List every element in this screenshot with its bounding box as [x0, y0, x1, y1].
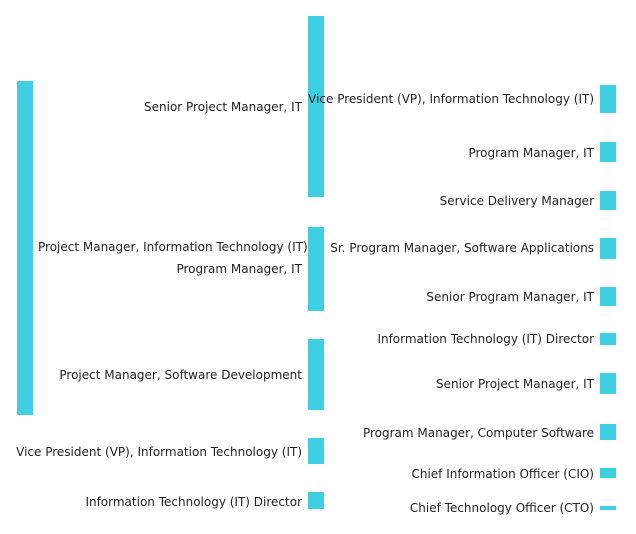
node-it-director-mid — [308, 492, 324, 509]
sankey-nodes: Project Manager, Information Technology … — [16, 16, 616, 515]
node-label-project-manager-software-dev-mid: Project Manager, Software Development — [59, 368, 302, 382]
node-label-vp-it-mid: Vice President (VP), Information Technol… — [16, 445, 302, 459]
node-senior-project-manager-it-target — [600, 373, 616, 394]
node-label-it-director-mid: Information Technology (IT) Director — [85, 495, 302, 509]
node-vp-it-mid — [308, 438, 324, 464]
node-label-cto-target: Chief Technology Officer (CTO) — [410, 501, 594, 515]
sankey-link — [33, 300, 308, 410]
node-label-program-manager-it-target: Program Manager, IT — [468, 146, 594, 160]
node-senior-program-manager-it-target — [600, 287, 616, 306]
sankey-link — [324, 99, 600, 241]
node-label-program-manager-computer-software-target: Program Manager, Computer Software — [363, 426, 594, 440]
node-program-manager-computer-software-target — [600, 424, 616, 440]
node-vp-it-target — [600, 85, 616, 113]
node-senior-project-manager-it-mid — [308, 16, 324, 197]
node-label-program-manager-it-mid: Program Manager, IT — [176, 262, 302, 276]
node-label-service-delivery-manager-target: Service Delivery Manager — [440, 194, 594, 208]
node-label-senior-program-manager-it-target: Senior Program Manager, IT — [426, 290, 594, 304]
node-program-manager-it-mid — [308, 227, 324, 311]
sankey-link — [324, 161, 600, 500]
sankey-link — [324, 111, 600, 448]
sankey-link — [324, 206, 600, 372]
sankey-link — [324, 406, 600, 510]
node-cto-target — [600, 506, 616, 510]
node-label-project-manager-it-source: Project Manager, Information Technology … — [38, 240, 308, 254]
node-service-delivery-manager-target — [600, 191, 616, 210]
node-label-senior-project-manager-it-target: Senior Project Manager, IT — [436, 377, 595, 391]
sankey-link — [324, 254, 600, 382]
node-label-senior-project-manager-it-mid: Senior Project Manager, IT — [144, 100, 303, 114]
node-it-director-target — [600, 333, 616, 345]
node-sr-program-manager-software-applications-target — [600, 238, 616, 259]
node-project-manager-software-dev-mid — [308, 339, 324, 410]
node-project-manager-it-source — [17, 81, 33, 415]
sankey-link — [324, 106, 600, 352]
node-cio-target — [600, 468, 616, 478]
node-label-it-director-target: Information Technology (IT) Director — [377, 332, 594, 346]
node-label-cio-target: Chief Information Officer (CIO) — [411, 467, 594, 481]
sankey-link — [324, 18, 600, 99]
node-program-manager-it-target — [600, 142, 616, 162]
node-label-vp-it-target: Vice President (VP), Information Technol… — [308, 92, 594, 106]
sankey-link — [324, 42, 600, 202]
node-label-sr-program-manager-software-applications-target: Sr. Program Manager, Software Applicatio… — [330, 241, 594, 255]
